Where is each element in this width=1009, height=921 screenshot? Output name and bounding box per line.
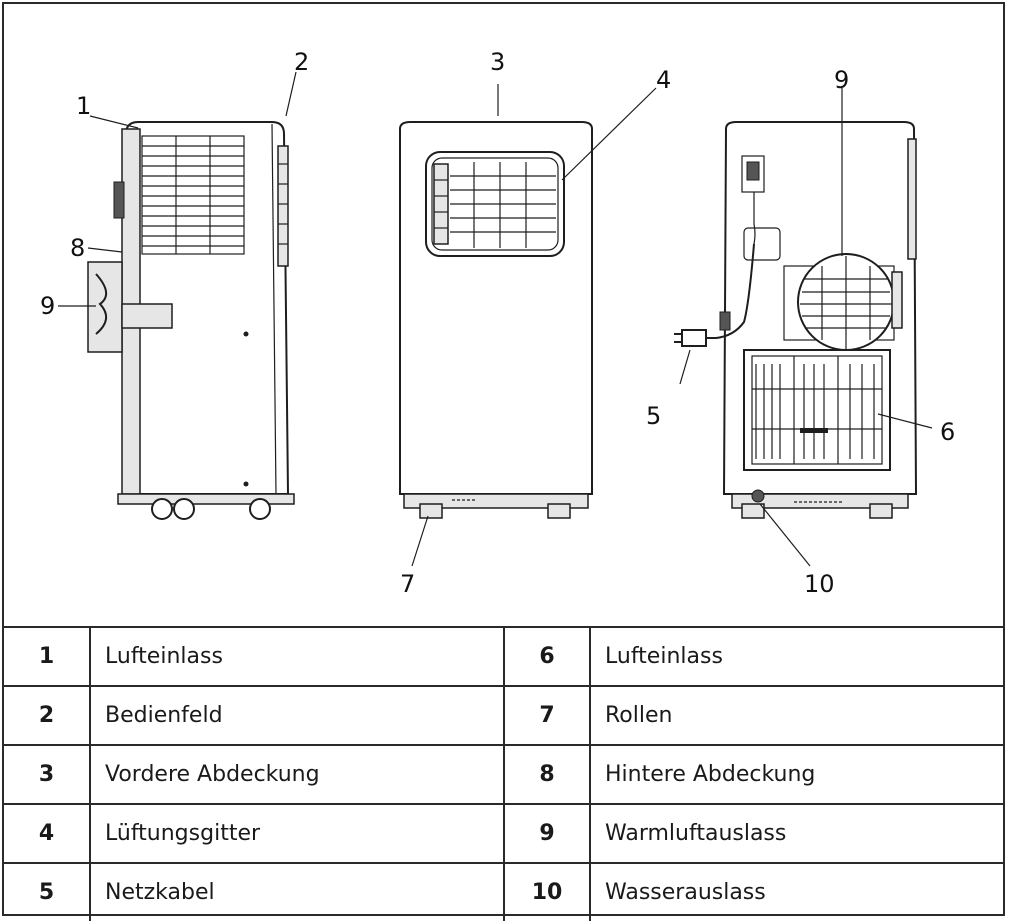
part-number: 1 (4, 626, 91, 687)
leader-lines (58, 71, 933, 567)
front-view (399, 121, 593, 519)
callout-4: 4 (656, 66, 671, 94)
part-label: Netzkabel (89, 862, 505, 921)
part-label: Rollen (589, 685, 1003, 746)
part-label: Wasserauslass (589, 862, 1003, 921)
table-row: 5 Netzkabel 10 Wasserauslass (4, 862, 1003, 921)
table-row: 4 Lüftungsgitter 9 Warmluftauslass (4, 803, 1003, 864)
part-number: 9 (503, 803, 591, 864)
part-number: 3 (4, 744, 91, 805)
part-number: 10 (503, 862, 591, 921)
air-conditioner-illustration: 1 2 3 4 9 8 9 5 6 7 10 (40, 48, 955, 598)
callout-labels: 1 2 3 4 9 8 9 5 6 7 10 (40, 48, 955, 598)
parts-legend-table: 1 Lufteinlass 6 Lufteinlass 2 Bedienfeld… (4, 626, 1003, 921)
part-number: 7 (503, 685, 591, 746)
side-hot-air-outlet (87, 261, 173, 353)
callout-1: 1 (76, 92, 91, 120)
callout-5: 5 (646, 402, 661, 430)
callout-6: 6 (940, 418, 955, 446)
table-row: 1 Lufteinlass 6 Lufteinlass (4, 626, 1003, 687)
callout-7: 7 (400, 570, 415, 598)
part-label: Hintere Abdeckung (589, 744, 1003, 805)
table-row: 2 Bedienfeld 7 Rollen (4, 685, 1003, 746)
rear-hot-air-outlet (783, 253, 903, 351)
rear-power-cord (674, 243, 755, 347)
rear-view (674, 121, 918, 519)
side-view (87, 121, 295, 520)
callout-8: 8 (70, 234, 85, 262)
table-row: 3 Vordere Abdeckung 8 Hintere Abdeckung (4, 744, 1003, 805)
part-number: 8 (503, 744, 591, 805)
rear-air-inlet-filter (743, 349, 891, 471)
front-louver (425, 151, 565, 257)
part-label: Vordere Abdeckung (89, 744, 505, 805)
side-air-inlet-grille (141, 135, 245, 255)
part-label: Bedienfeld (89, 685, 505, 746)
callout-2: 2 (294, 48, 309, 76)
part-number: 6 (503, 626, 591, 687)
part-label: Warmluftauslass (589, 803, 1003, 864)
part-label: Lüftungsgitter (89, 803, 505, 864)
part-number: 4 (4, 803, 91, 864)
part-number: 5 (4, 862, 91, 921)
callout-10: 10 (804, 570, 835, 598)
side-control-panel (277, 145, 289, 267)
part-label: Lufteinlass (589, 626, 1003, 687)
part-number: 2 (4, 685, 91, 746)
part-label: Lufteinlass (89, 626, 505, 687)
callout-3: 3 (490, 48, 505, 76)
callout-9-rear: 9 (834, 66, 849, 94)
callout-9-side: 9 (40, 292, 55, 320)
